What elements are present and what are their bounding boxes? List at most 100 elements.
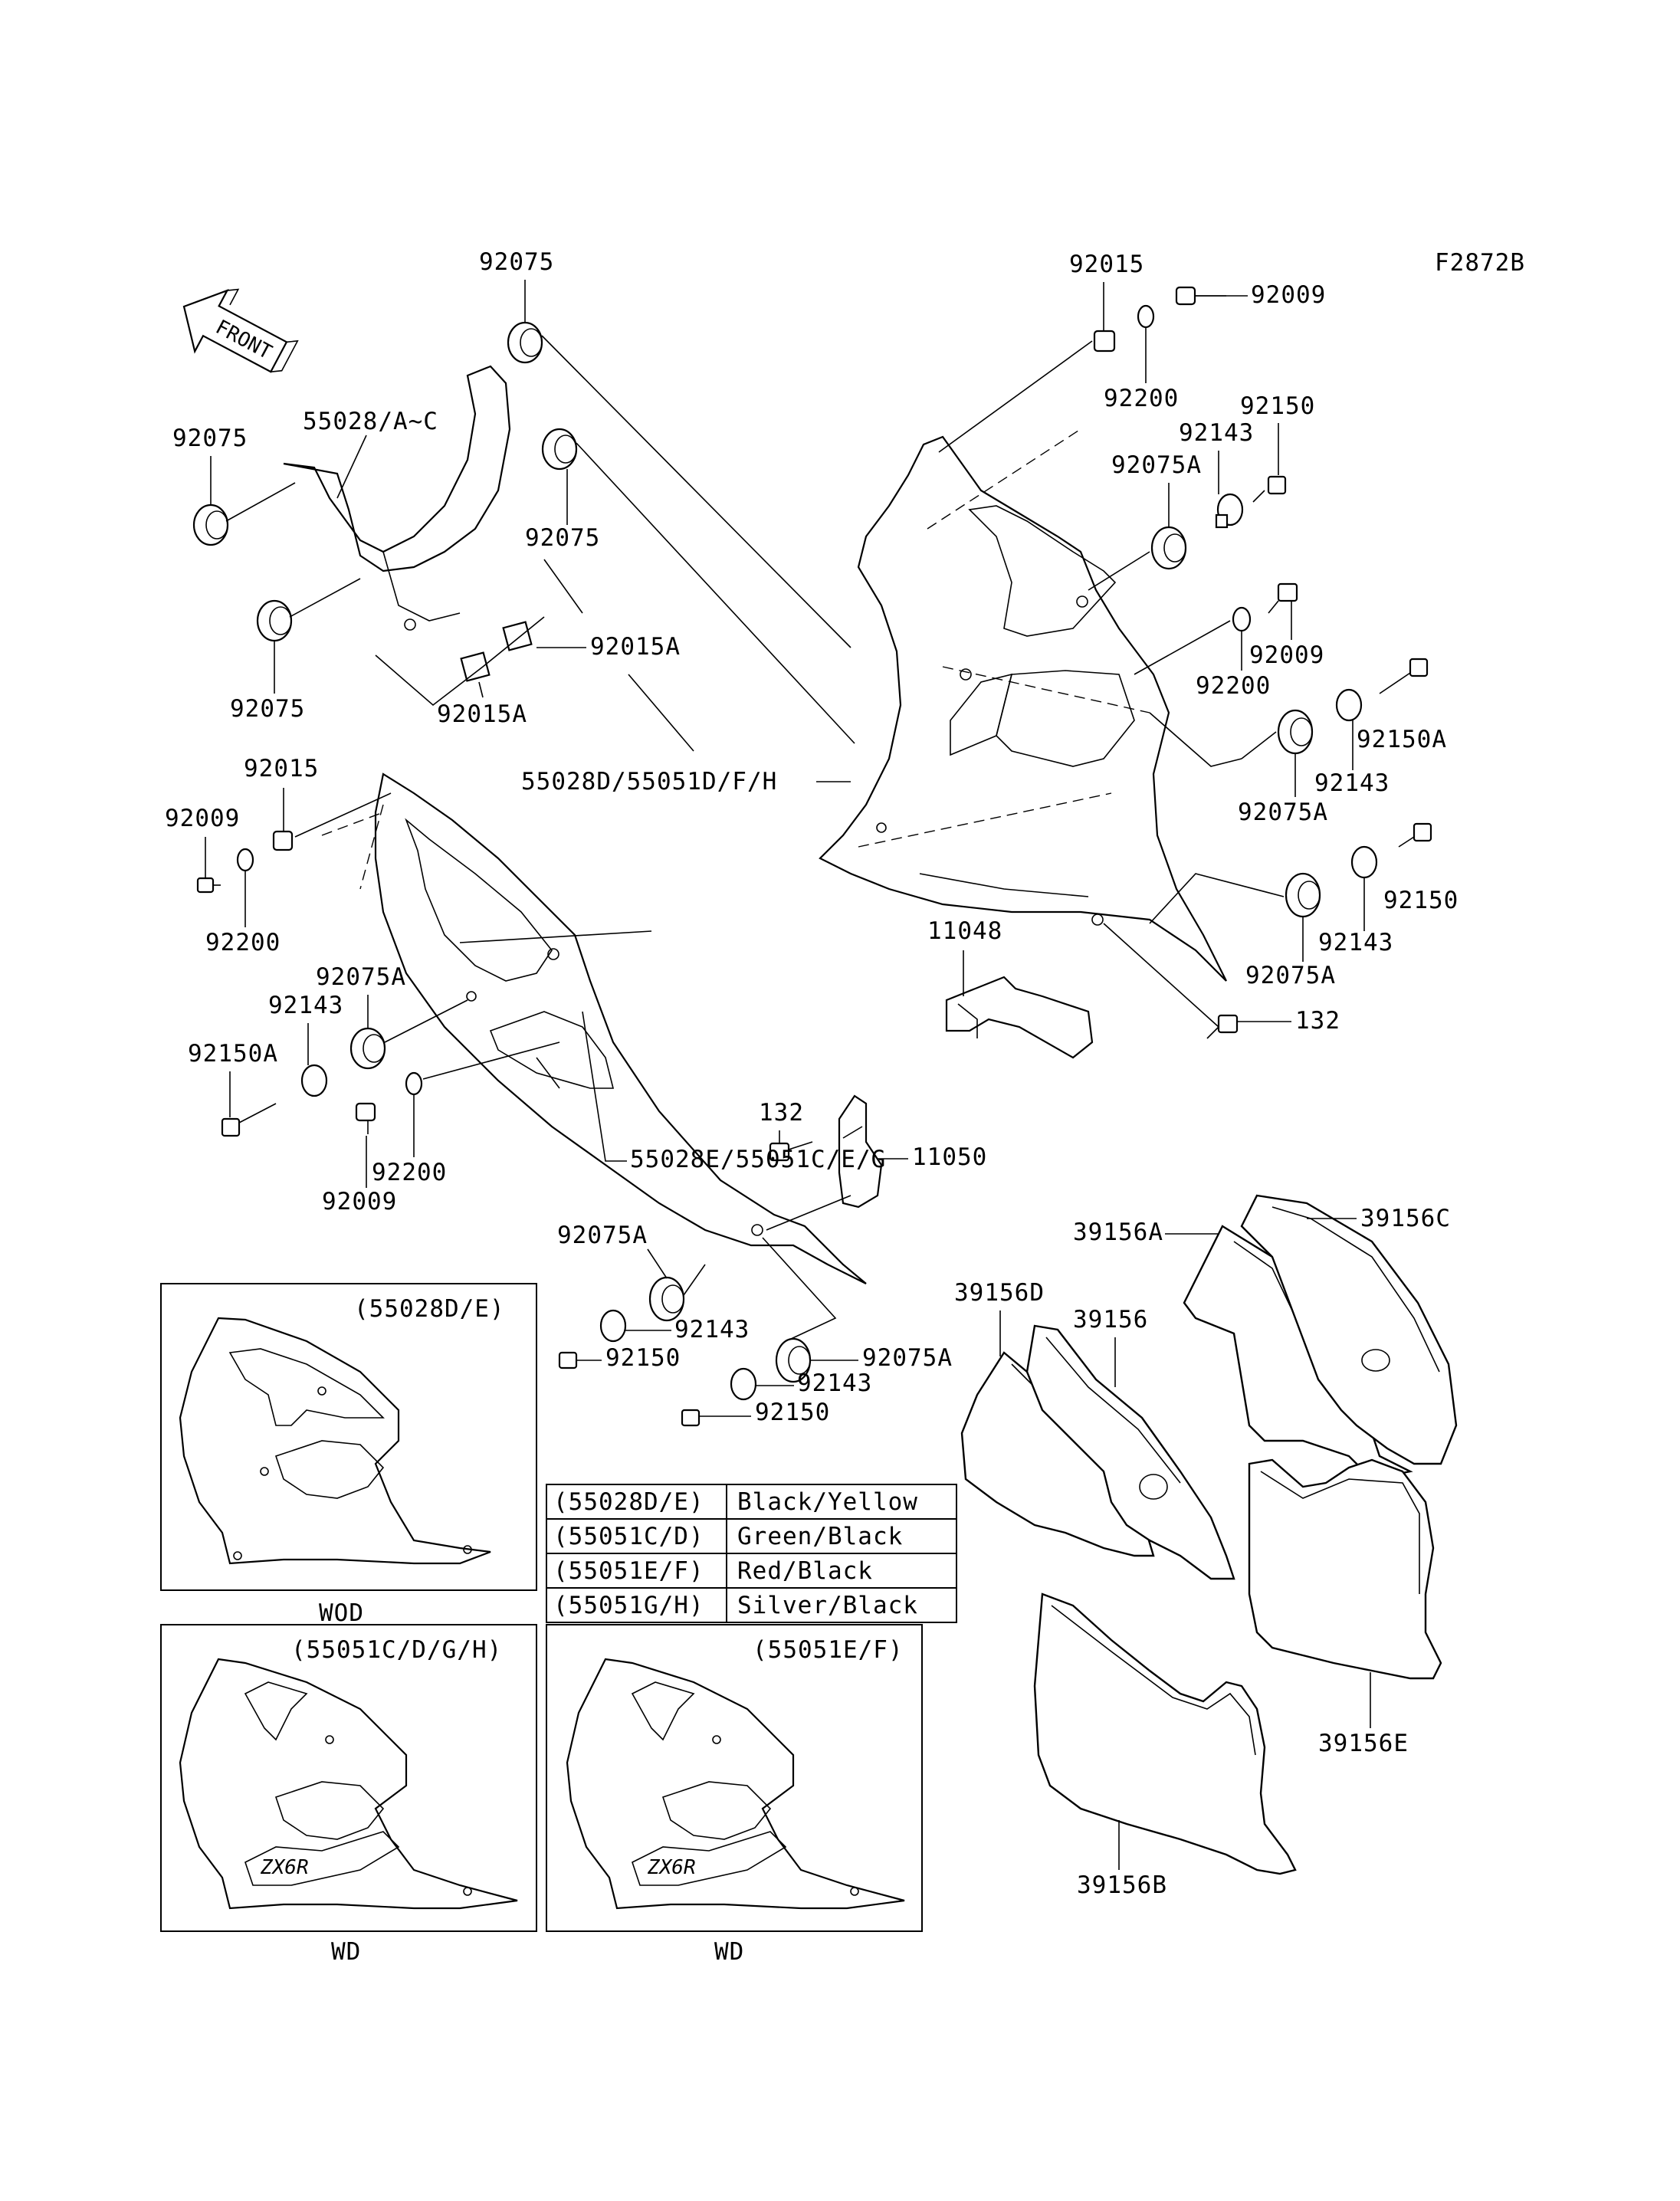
inset-title-2: (55051C/D/G/H)	[291, 1636, 502, 1664]
label-39156D: 39156D	[954, 1279, 1045, 1307]
inset-title-3: (55051E/F)	[753, 1636, 904, 1664]
color-table-code: (55051G/H)	[553, 1592, 704, 1619]
label-92143-c: 92143	[674, 1316, 750, 1343]
label-39156A: 39156A	[1073, 1219, 1163, 1246]
label-92143-c2: 92143	[797, 1369, 872, 1397]
label-92075-mid: 92075	[525, 524, 600, 552]
label-92009-l2: 92009	[322, 1188, 397, 1215]
label-92075-left: 92075	[172, 425, 248, 452]
grommet-92075-left	[192, 504, 229, 546]
grommet-92075A-l	[349, 1027, 386, 1070]
color-table: (55028D/E)Black/Yellow(55051C/D)Green/Bl…	[546, 1484, 957, 1623]
collar-92143-c	[599, 1309, 627, 1343]
washer-92200-l	[236, 848, 254, 872]
washer-92200-l2	[405, 1071, 423, 1096]
zxr-logo-2: ZX6R	[647, 1856, 696, 1879]
color-table-color: Silver/Black	[737, 1592, 918, 1619]
diagram-code: F2872B	[1435, 249, 1525, 277]
label-92009-r: 92009	[1249, 641, 1324, 669]
color-table-color: Black/Yellow	[737, 1488, 918, 1516]
label-92143-l: 92143	[268, 992, 343, 1019]
bolt-92150-c	[558, 1351, 578, 1369]
grommet-92075A-r2	[1285, 872, 1321, 918]
label-92015A-2: 92015A	[437, 700, 527, 728]
label-132-r: 132	[1295, 1007, 1340, 1035]
inset-title-1: (55028D/E)	[354, 1295, 505, 1323]
bolt-92009-l	[196, 877, 221, 894]
label-132-c: 132	[759, 1099, 804, 1127]
label-92200-top: 92200	[1104, 385, 1179, 412]
bracket-11050	[838, 1094, 883, 1209]
label-92015-top: 92015	[1069, 251, 1144, 278]
label-55028E: 55028E/55051C/E/G	[630, 1146, 886, 1173]
label-92015-l: 92015	[244, 755, 319, 782]
inset-caption-1: WOD	[319, 1599, 364, 1627]
zxr-logo: ZX6R	[260, 1856, 309, 1879]
label-39156B: 39156B	[1077, 1871, 1167, 1899]
label-92150-tr: 92150	[1240, 392, 1315, 420]
washer-92200-r	[1232, 606, 1252, 632]
label-92143-tr: 92143	[1179, 419, 1254, 447]
pad-39156C	[1240, 1194, 1458, 1465]
pad-39156E	[1248, 1458, 1442, 1680]
bolt-92150-c2	[681, 1409, 701, 1427]
collar-92143-r2	[1350, 845, 1378, 879]
label-92075A-r: 92075A	[1238, 799, 1328, 826]
grommet-92075A-c	[648, 1276, 685, 1322]
pad-39156B	[1033, 1593, 1297, 1875]
label-92143-r2: 92143	[1318, 929, 1393, 956]
label-92075A-l: 92075A	[316, 963, 406, 991]
label-11050: 11050	[912, 1143, 987, 1171]
bracket-11048	[945, 976, 1094, 1059]
label-92009-top: 92009	[1251, 281, 1326, 309]
label-92150-r: 92150	[1383, 887, 1459, 914]
label-39156C: 39156C	[1360, 1205, 1451, 1232]
left-fairing-55028E	[374, 772, 867, 1284]
inset-box-55028DE: (55028D/E) WOD	[160, 1283, 537, 1627]
bolt-92150-tr	[1252, 475, 1287, 503]
grommet-92075A-tr	[1150, 526, 1187, 570]
grommet-92075A-r	[1277, 709, 1314, 755]
label-92150A-l: 92150A	[188, 1040, 278, 1068]
color-table-code: (55051E/F)	[553, 1557, 704, 1585]
label-92075A-c: 92075A	[557, 1222, 648, 1249]
bolt-92150-r	[1398, 822, 1432, 848]
collar-92143-l	[300, 1064, 328, 1097]
color-table-code: (55028D/E)	[553, 1488, 704, 1516]
collar-92015-top	[1093, 330, 1116, 353]
grommet-92075-mid	[541, 428, 578, 471]
label-92200-r: 92200	[1196, 672, 1271, 700]
pad-39156	[1025, 1324, 1235, 1580]
inner-cowl-bracket	[283, 365, 511, 631]
washer-92200-top	[1137, 304, 1155, 329]
label-92075A-tr: 92075A	[1111, 451, 1202, 479]
bolt-92009-top	[1175, 286, 1226, 306]
label-92150-c: 92150	[605, 1344, 681, 1372]
clip-92015A-1	[502, 621, 533, 651]
label-55028D: 55028D/55051D/F/H	[521, 768, 777, 795]
bolt-92150A-r	[1379, 658, 1429, 694]
right-fairing-55028D	[819, 435, 1227, 982]
grommet-92075A-c2	[775, 1337, 812, 1383]
label-92200-l: 92200	[205, 929, 281, 956]
label-55028-ac: 55028/A~C	[303, 408, 438, 435]
bolt-92009-r	[1268, 582, 1298, 614]
label-92009-l: 92009	[165, 805, 240, 832]
inset-box-55051CDGH: (55051C/D/G/H) ZX6R WD	[160, 1624, 537, 1966]
grommet-92075-top	[507, 321, 543, 364]
label-92150-c2: 92150	[755, 1399, 830, 1426]
inset-caption-3: WD	[714, 1938, 744, 1966]
label-92015A-1: 92015A	[590, 633, 681, 661]
label-92075-top: 92075	[479, 248, 554, 276]
label-92150A-r: 92150A	[1357, 726, 1447, 753]
grommet-92075-low	[256, 599, 293, 642]
front-arrow-icon: FRONT	[182, 288, 299, 373]
label-92075A-c2: 92075A	[862, 1344, 953, 1372]
label-92200-l2: 92200	[372, 1159, 447, 1186]
collar-92143-c2	[730, 1367, 757, 1401]
bolt-92150A-l	[221, 1103, 277, 1137]
color-table-color: Red/Black	[737, 1557, 873, 1585]
bolt-132-c	[769, 1141, 813, 1162]
